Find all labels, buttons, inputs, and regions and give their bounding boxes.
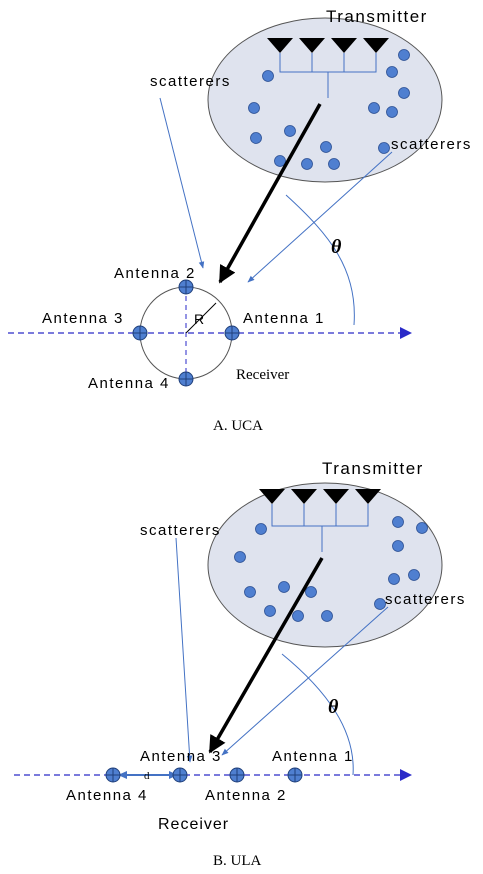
scatterer-points [234, 516, 428, 622]
spacing-arrowhead-left [118, 771, 127, 779]
main-ray-arrow [208, 557, 324, 754]
scatterer-point [386, 106, 398, 118]
scatter-path-right [221, 606, 389, 756]
transmitter-antenna-icon [331, 38, 357, 53]
transmitter-antenna-icon [299, 38, 325, 53]
uca-radius-line [185, 302, 217, 334]
antenna-element-3 [172, 767, 188, 783]
antenna-3-label: Antenna 3 [140, 748, 222, 765]
scatterers-left-label: scatterers [140, 522, 221, 539]
panel-a-uca: Transmitter scatterers scatterers θ R An… [8, 7, 472, 434]
scatterer-point [274, 155, 286, 167]
scatterer-point [278, 581, 290, 593]
angle-theta-label: θ [331, 236, 342, 258]
scatter-region-ellipse [207, 482, 443, 648]
receiver-label: Receiver [158, 816, 229, 833]
scatterer-point [398, 49, 410, 61]
antenna-element-2 [229, 767, 245, 783]
antenna-element-1 [287, 767, 303, 783]
antenna-4-label: Antenna 4 [88, 375, 170, 392]
transmitter-antenna-icon [363, 38, 389, 53]
angle-theta-label: θ [328, 696, 339, 718]
scatterer-point [262, 70, 274, 82]
scatterer-point [392, 540, 404, 552]
scatterer-point [368, 102, 380, 114]
angle-arc [281, 653, 354, 776]
spacing-d-label: d [144, 770, 150, 782]
uca-antenna-elements [132, 279, 240, 387]
scatterer-point [388, 573, 400, 585]
antenna-element-3 [132, 325, 148, 341]
antenna-2-label: Antenna 2 [205, 787, 287, 804]
antenna-3-label: Antenna 3 [42, 310, 124, 327]
radius-label: R [194, 311, 204, 327]
transmitter-antenna-icon [355, 489, 381, 504]
scatterer-point [392, 516, 404, 528]
antenna-element-4 [105, 767, 121, 783]
scatterer-point [292, 610, 304, 622]
scatterer-point [378, 142, 390, 154]
antenna-4-label: Antenna 4 [66, 787, 148, 804]
scatterer-point [255, 523, 267, 535]
scatterers-right-label: scatterers [391, 136, 472, 153]
scatterer-point [250, 132, 262, 144]
main-ray-arrow [218, 103, 322, 284]
scatterers-left-label: scatterers [150, 73, 231, 90]
scatterers-right-label: scatterers [385, 591, 466, 608]
antenna-element-2 [178, 279, 194, 295]
panel-b-ula: Transmitter scatterers scatterers θ d An… [14, 459, 466, 869]
antenna-element-1 [224, 325, 240, 341]
antenna-1-label: Antenna 1 [272, 748, 354, 765]
scatter-path-right [247, 151, 393, 283]
scatterer-point [416, 522, 428, 534]
scatterer-point [386, 66, 398, 78]
scatterer-point [374, 598, 386, 610]
transmitter-antenna-icon [291, 489, 317, 504]
scatterer-point [234, 551, 246, 563]
scatterer-point [305, 586, 317, 598]
panel-a-caption: A. UCA [213, 418, 263, 434]
scatterer-point [284, 125, 296, 137]
transmitter-antenna-icon [259, 489, 285, 504]
transmitter-feed-lines [279, 53, 377, 98]
scatterer-point [264, 605, 276, 617]
panel-b-caption: B. ULA [213, 853, 262, 869]
antenna-2-label: Antenna 2 [114, 265, 196, 282]
scatter-path-left [175, 537, 193, 763]
antenna-element-4 [178, 371, 194, 387]
transmitter-label: Transmitter [326, 7, 428, 26]
ula-antenna-elements [105, 767, 303, 783]
angle-arc [285, 194, 355, 326]
scatterer-point [248, 102, 260, 114]
transmitter-feed-lines [271, 504, 369, 552]
transmitter-array [267, 38, 389, 98]
antenna-1-label: Antenna 1 [243, 310, 325, 327]
scatterer-point [320, 141, 332, 153]
axis-arrowhead [400, 769, 412, 781]
transmitter-antenna-icon [267, 38, 293, 53]
scatterer-point [244, 586, 256, 598]
axis-arrowhead [400, 327, 412, 339]
transmitter-array [259, 489, 381, 552]
scatter-region-ellipse [207, 17, 443, 183]
scatter-path-left [159, 97, 205, 269]
scatterer-point [321, 610, 333, 622]
receiver-label: Receiver [236, 367, 289, 383]
scatterer-point [398, 87, 410, 99]
transmitter-label: Transmitter [322, 459, 424, 478]
scatterer-point [408, 569, 420, 581]
scatterer-points [248, 49, 410, 170]
scatterer-point [301, 158, 313, 170]
transmitter-antenna-icon [323, 489, 349, 504]
scatterer-point [328, 158, 340, 170]
